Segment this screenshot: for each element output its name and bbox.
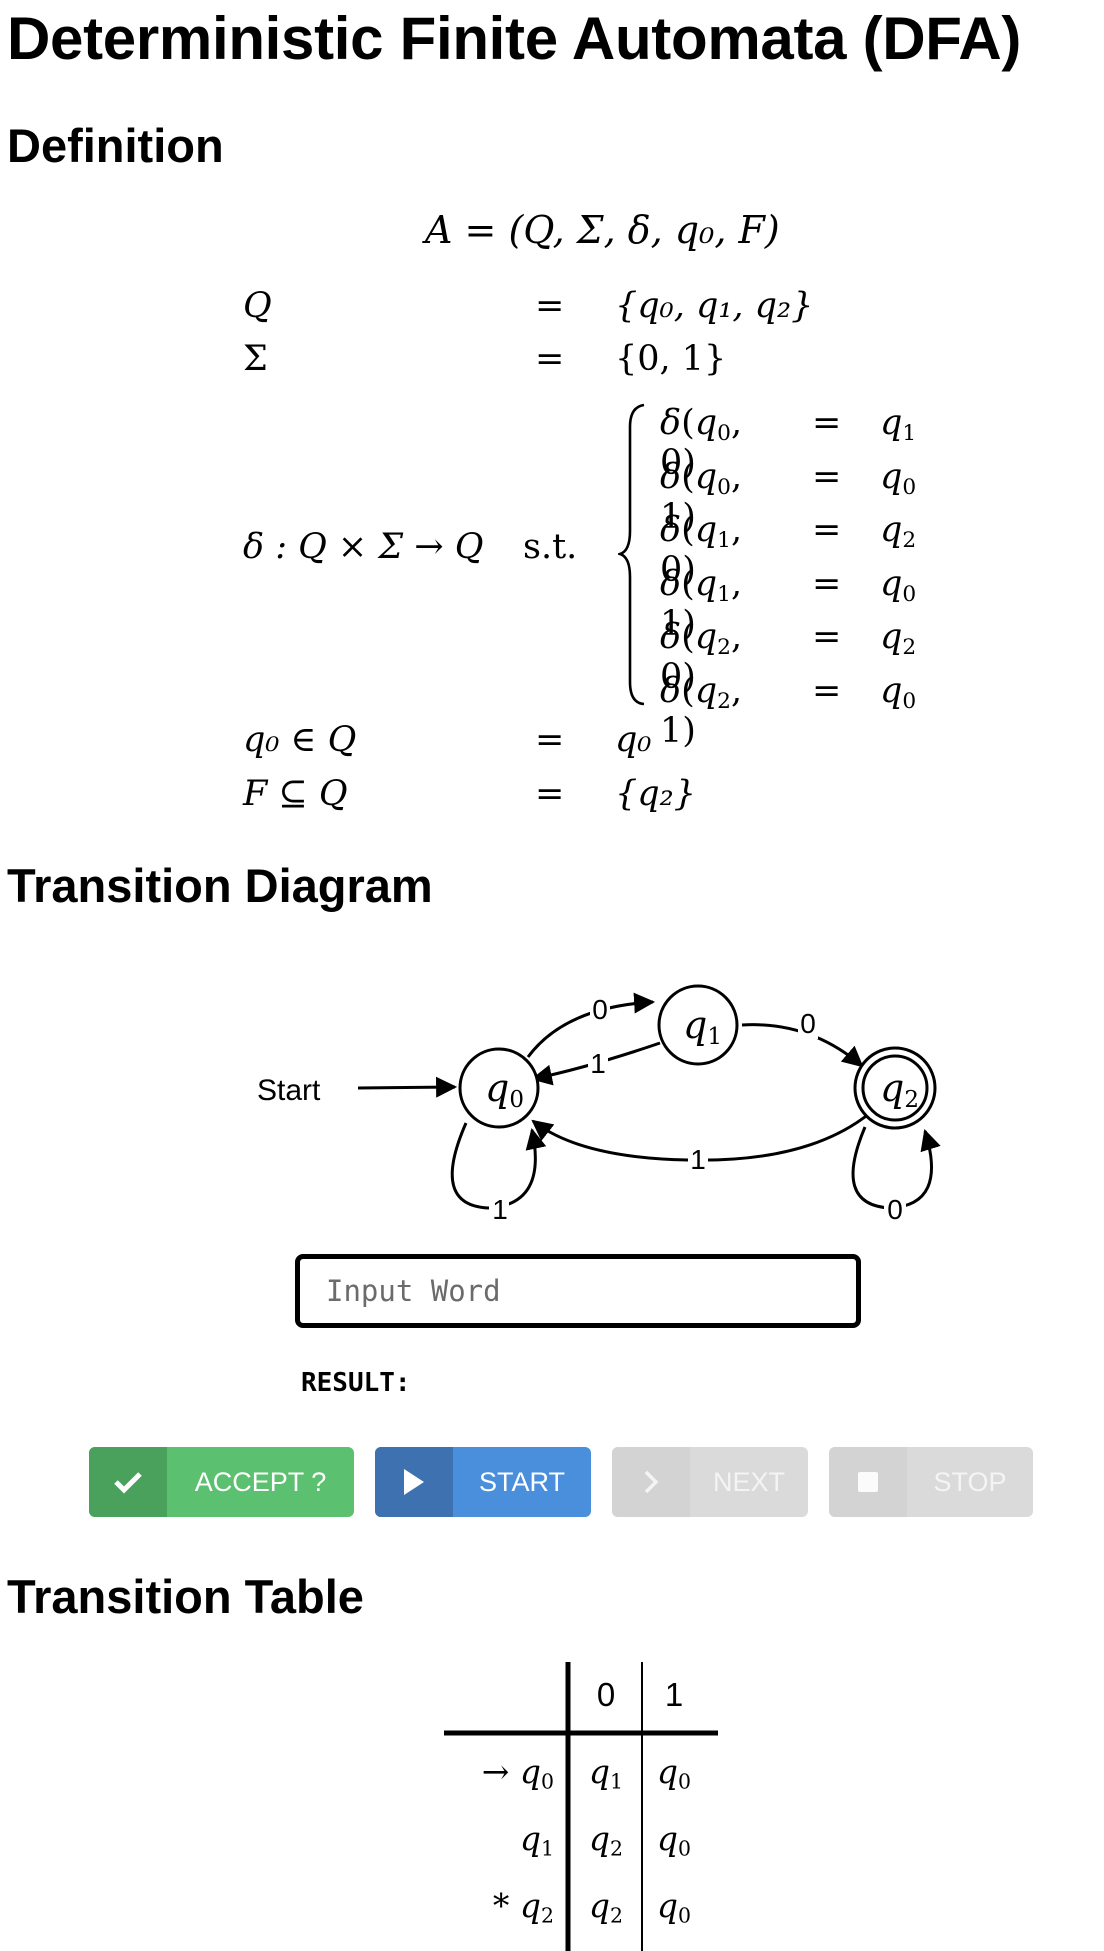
state-q0 bbox=[458, 1047, 540, 1129]
accept-button-label: ACCEPT ? bbox=[194, 1466, 327, 1497]
case-lhs: δ(q1, 1) bbox=[660, 563, 743, 644]
edge-label-q0-loop: 1 bbox=[492, 1194, 508, 1225]
state-q2-accepting-ring bbox=[861, 1054, 929, 1122]
table-col-header-1: 1 bbox=[664, 1676, 684, 1713]
case-equals: = bbox=[812, 563, 842, 604]
edge-label-q2-q0: 1 bbox=[690, 1144, 706, 1175]
cases-brace bbox=[618, 403, 645, 706]
state-q0-label: q0 bbox=[485, 1066, 524, 1113]
edge-q0-loop bbox=[450, 1122, 547, 1210]
case-equals: = bbox=[812, 456, 842, 497]
tuple-definition: A = (Q, Σ, δ, q₀, F) bbox=[425, 208, 780, 252]
chevron-right-icon bbox=[612, 1447, 690, 1517]
edge-label-q1-q0: 1 bbox=[590, 1048, 606, 1079]
state-q1 bbox=[657, 984, 739, 1066]
table-cell-on0: q2 bbox=[588, 1886, 624, 1928]
state-q1-label: q1 bbox=[683, 1003, 722, 1050]
stop-button-label: STOP bbox=[933, 1466, 1007, 1497]
definition-heading: Definition bbox=[7, 119, 224, 172]
def-row-start: q₀ ∈ Q = q₀ bbox=[0, 720, 1104, 768]
table-heading: Transition Table bbox=[7, 1570, 364, 1623]
case-target: q0 bbox=[880, 670, 917, 714]
next-button[interactable]: NEXT bbox=[612, 1447, 808, 1517]
table-cell-on1: q0 bbox=[656, 1886, 692, 1928]
def-row-transition: δ : Q × Σ → Q s.t. bbox=[0, 527, 1104, 575]
case-equals: = bbox=[812, 617, 842, 657]
stop-icon bbox=[829, 1447, 907, 1517]
tuple-body: (Q, Σ, δ, q₀, F) bbox=[508, 208, 780, 252]
case-lhs: δ(q0, 0) bbox=[660, 403, 743, 483]
start-arrow bbox=[357, 1076, 458, 1098]
state-q2-label: q2 bbox=[880, 1066, 919, 1113]
def-row-final: F ⊆ Q = {q₂} bbox=[0, 774, 1104, 822]
table-cell-on0: q1 bbox=[588, 1752, 624, 1794]
edge-q0-q1 bbox=[526, 992, 656, 1058]
case-target: q2 bbox=[880, 617, 917, 661]
word-input[interactable] bbox=[295, 1254, 861, 1328]
table-cell-on1: q0 bbox=[656, 1752, 692, 1794]
transition-diagram: q0 q1 q2 Start 0 1 0 1 1 0 bbox=[257, 984, 941, 1225]
edge-label-q2-loop: 0 bbox=[887, 1194, 903, 1225]
def-final-eq: = bbox=[535, 774, 565, 814]
play-icon bbox=[375, 1447, 453, 1517]
table-row-state: → q0 bbox=[481, 1752, 554, 1794]
def-final-rhs: {q₂} bbox=[615, 774, 696, 814]
def-states-eq: = bbox=[535, 286, 565, 326]
def-alphabet-eq: = bbox=[535, 339, 565, 379]
case-equals: = bbox=[812, 510, 842, 550]
result-line: RESULT: bbox=[301, 1368, 411, 1398]
page-title: Deterministic Finite Automata (DFA) bbox=[7, 5, 1022, 72]
table-rules bbox=[444, 1662, 718, 1951]
case-target: q2 bbox=[880, 510, 917, 554]
result-label: RESULT: bbox=[301, 1368, 411, 1398]
case-equals: = bbox=[812, 670, 842, 711]
stop-button[interactable]: STOP bbox=[829, 1447, 1033, 1517]
state-q2 bbox=[853, 1046, 937, 1130]
start-label: Start bbox=[257, 1074, 321, 1107]
def-final-lhs: F ⊆ Q bbox=[243, 774, 348, 814]
def-transition-lhs: δ : Q × Σ → Q bbox=[243, 527, 484, 567]
edge-label-q0-q1: 0 bbox=[592, 994, 608, 1025]
case-lhs: δ(q2, 1) bbox=[660, 670, 743, 751]
def-row-states: Q = {q₀, q₁, q₂} bbox=[0, 286, 1104, 334]
def-row-alphabet: Σ = {0, 1} bbox=[0, 339, 1104, 387]
def-alphabet-rhs: {0, 1} bbox=[615, 339, 727, 379]
def-states-lhs: Q bbox=[243, 286, 272, 326]
diagram-heading: Transition Diagram bbox=[7, 859, 433, 912]
case-lhs: δ(q2, 0) bbox=[660, 617, 743, 697]
case-target: q0 bbox=[880, 456, 917, 500]
accept-button[interactable]: ACCEPT ? bbox=[89, 1447, 354, 1517]
table-row-state: * q2 bbox=[492, 1886, 554, 1928]
def-start-rhs: q₀ bbox=[615, 720, 652, 760]
def-start-lhs: q₀ ∈ Q bbox=[243, 720, 357, 760]
table-row-state: q1 bbox=[519, 1819, 554, 1861]
start-button-label: START bbox=[478, 1466, 565, 1497]
def-states-rhs: {q₀, q₁, q₂} bbox=[615, 286, 814, 326]
case-lhs: δ(q0, 1) bbox=[660, 456, 743, 537]
check-icon bbox=[89, 1447, 167, 1517]
tuple-name: A bbox=[425, 208, 453, 252]
next-button-label: NEXT bbox=[712, 1466, 785, 1497]
case-lhs: δ(q1, 0) bbox=[660, 510, 743, 590]
edge-label-q1-q2: 0 bbox=[800, 1008, 816, 1039]
def-transition-st: s.t. bbox=[523, 527, 578, 567]
table-cell-on1: q0 bbox=[656, 1819, 692, 1861]
def-alphabet-lhs: Σ bbox=[243, 339, 268, 379]
transition-table: 0 1 → q0 q1 q0 q1 q2 q0 * q2 q2 q0 bbox=[444, 1662, 718, 1951]
def-start-eq: = bbox=[535, 720, 565, 760]
case-equals: = bbox=[812, 403, 842, 443]
table-cell-on0: q2 bbox=[588, 1819, 624, 1861]
tuple-equals: = bbox=[464, 208, 497, 252]
case-target: q0 bbox=[880, 563, 917, 607]
start-button[interactable]: START bbox=[375, 1447, 591, 1517]
table-col-header-0: 0 bbox=[596, 1676, 616, 1713]
case-target: q1 bbox=[880, 403, 917, 447]
